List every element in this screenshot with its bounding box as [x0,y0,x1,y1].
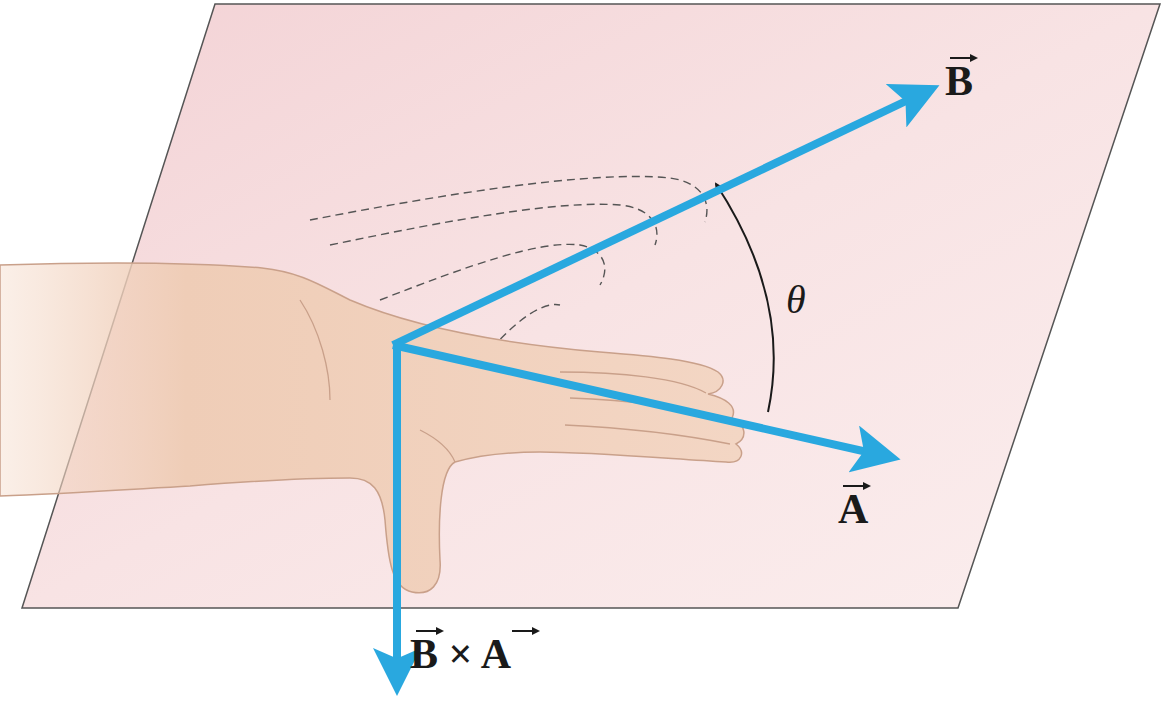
angle-label: θ [786,280,806,320]
vector-arrows [416,58,976,631]
hand [0,263,744,593]
angle-arc [716,184,774,412]
vector-label: B [945,60,973,102]
cross-product-label: B × A [410,633,511,675]
vectors [393,92,925,680]
vector-label: A [838,488,868,530]
